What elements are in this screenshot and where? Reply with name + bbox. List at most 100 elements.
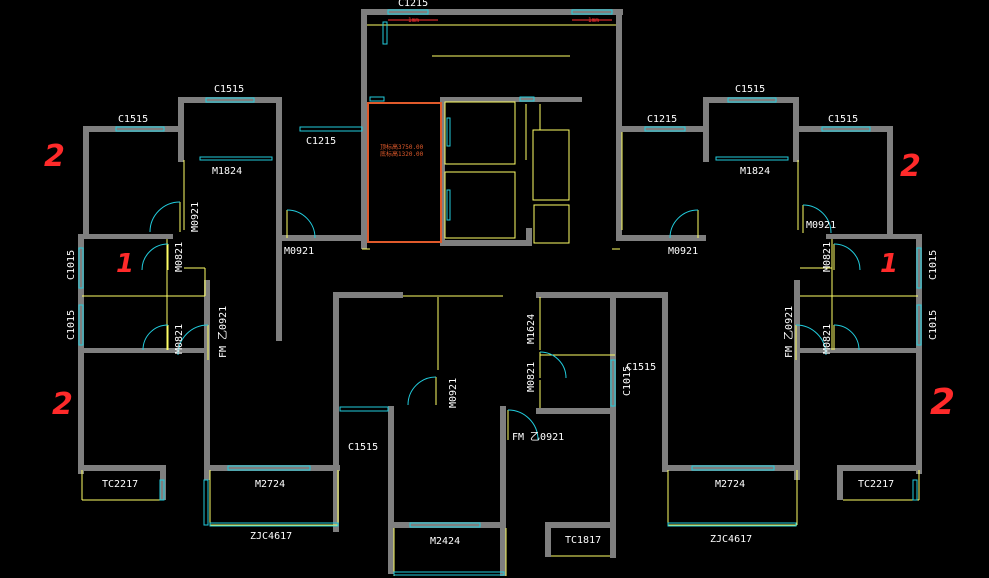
wall: [526, 228, 532, 246]
window: [387, 9, 429, 15]
window-label: ZJC4617: [710, 534, 752, 545]
wall: [83, 465, 165, 471]
window: [446, 117, 451, 147]
window: [727, 97, 777, 103]
window: [227, 465, 311, 471]
dimension-label: 1mm: [588, 17, 599, 24]
wall: [440, 97, 445, 245]
annotations: 2 2 1 1 2 2: [44, 139, 955, 423]
door-label: M0821: [526, 362, 537, 392]
wall: [703, 97, 709, 162]
wall: [204, 280, 210, 480]
doors: [141, 201, 861, 441]
door: [407, 376, 437, 406]
wall: [83, 126, 183, 132]
annotation-mark: 2: [44, 139, 65, 174]
door-label: M0921: [668, 246, 698, 257]
wall: [333, 292, 403, 298]
window: [78, 304, 84, 346]
window: [409, 522, 481, 528]
annotation-mark: 2: [52, 387, 73, 422]
rotated-labels: M0921 C1015 C1015 M0821 M0821 FM 乙0921 C…: [66, 202, 939, 408]
window: [299, 126, 363, 132]
window-label: C1515: [118, 114, 148, 125]
door: [141, 243, 169, 271]
door-label: M0821: [174, 324, 185, 354]
door: [149, 201, 181, 233]
window-label: C1215: [647, 114, 677, 125]
wall: [545, 522, 551, 557]
door-label: M2424: [430, 536, 460, 547]
window-label: ZJC4617: [250, 531, 292, 542]
walls: [78, 9, 922, 576]
wall: [536, 408, 616, 414]
dimension-label: 1mm: [408, 17, 419, 24]
window: [369, 96, 385, 102]
selected-shaft-outline[interactable]: [367, 102, 442, 243]
door-label: FM 乙0921: [217, 306, 229, 358]
window-label: C1015: [66, 310, 77, 340]
wall: [78, 234, 84, 474]
door: [669, 209, 699, 239]
window: [610, 359, 616, 407]
window: [912, 479, 918, 501]
door: [833, 324, 860, 351]
wall: [388, 522, 506, 528]
wall: [333, 292, 339, 532]
window-label: C1515: [348, 442, 378, 453]
door: [177, 324, 209, 360]
window: [115, 126, 165, 132]
wall: [616, 126, 622, 241]
wall: [616, 235, 706, 241]
wall: [204, 465, 340, 471]
wall: [545, 522, 615, 528]
wall: [440, 97, 582, 102]
door-label: M0821: [822, 324, 833, 354]
door-label: M1624: [526, 314, 537, 344]
outline-lines: [81, 24, 920, 576]
window: [159, 479, 165, 501]
wall: [388, 406, 394, 574]
top-window-label: C1215: [398, 0, 428, 9]
window: [916, 247, 922, 289]
door-label: M2724: [255, 479, 285, 490]
annotation-mark: 1: [880, 249, 898, 279]
door: [795, 324, 827, 360]
door-label: M0921: [448, 378, 459, 408]
wall: [837, 465, 843, 500]
door-label: FM 乙0921: [512, 431, 564, 443]
window: [339, 406, 389, 412]
window-label: TC2217: [858, 479, 894, 490]
door: [507, 409, 539, 441]
door-label: M0821: [174, 242, 185, 272]
annotation-mark: 2: [930, 382, 955, 423]
window: [571, 9, 613, 15]
window: [691, 465, 775, 471]
window: [916, 304, 922, 346]
door-label: M1824: [740, 166, 770, 177]
window: [199, 156, 273, 161]
window-label: C1015: [928, 250, 939, 280]
wall: [536, 292, 668, 298]
window-label: C1515: [828, 114, 858, 125]
wall: [887, 126, 893, 236]
wall: [83, 348, 209, 353]
window-label: C1515: [214, 84, 244, 95]
window: [446, 189, 451, 221]
wall: [178, 97, 184, 162]
wall: [361, 9, 623, 15]
wall: [610, 292, 616, 558]
door-label: M2724: [715, 479, 745, 490]
window: [205, 97, 255, 103]
window: [667, 522, 797, 527]
window: [203, 479, 209, 526]
wall: [662, 292, 668, 472]
door-label: M1824: [212, 166, 242, 177]
wall: [78, 234, 173, 239]
door: [833, 243, 861, 271]
wall: [276, 97, 282, 341]
door: [539, 351, 567, 379]
window-label: C1215: [306, 136, 336, 147]
wall: [616, 126, 706, 132]
